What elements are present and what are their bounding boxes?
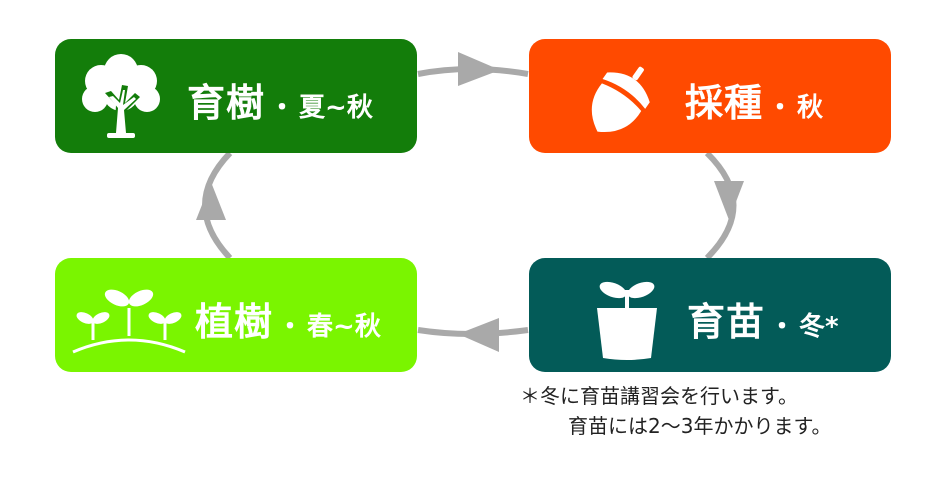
stage-season: 秋 [797, 93, 824, 123]
stage-season: 夏~秋 [299, 93, 373, 123]
arrowhead-up [196, 182, 226, 220]
arrowhead-down [714, 181, 744, 220]
acorn-icon [591, 66, 650, 133]
stage-season: 冬* [799, 312, 839, 342]
stage-name: 採種 [685, 81, 764, 125]
stage-season: 春~秋 [307, 312, 381, 342]
stage-shokuju: 植樹 ・ 春~秋 [55, 258, 417, 372]
separator: ・ [277, 312, 304, 342]
separator: ・ [767, 93, 794, 123]
arrowhead-right [458, 52, 500, 86]
footnote: ＊冬に育苗講習会を行います。 育苗には2～3年かかります。 [520, 381, 920, 441]
stage-name: 育樹 [187, 81, 266, 125]
stage-ikubyo: 育苗 ・ 冬* [529, 258, 891, 372]
stage-name: 育苗 [687, 300, 766, 344]
footnote-line-1: ＊冬に育苗講習会を行います。 [520, 384, 798, 408]
arrowhead-left [458, 318, 499, 352]
broadleaf-tree-icon [82, 54, 160, 139]
stage-saishu: 採種 ・ 秋 [529, 39, 891, 153]
stage-name: 植樹 [195, 300, 274, 344]
footnote-line-2: 育苗には2～3年かかります。 [568, 414, 832, 438]
separator: ・ [769, 312, 796, 342]
separator: ・ [269, 93, 296, 123]
seedling-pot-icon [597, 281, 657, 360]
sprouts-on-ground-icon [72, 289, 186, 354]
stage-ikuju: 育樹 ・ 夏~秋 [55, 39, 417, 153]
